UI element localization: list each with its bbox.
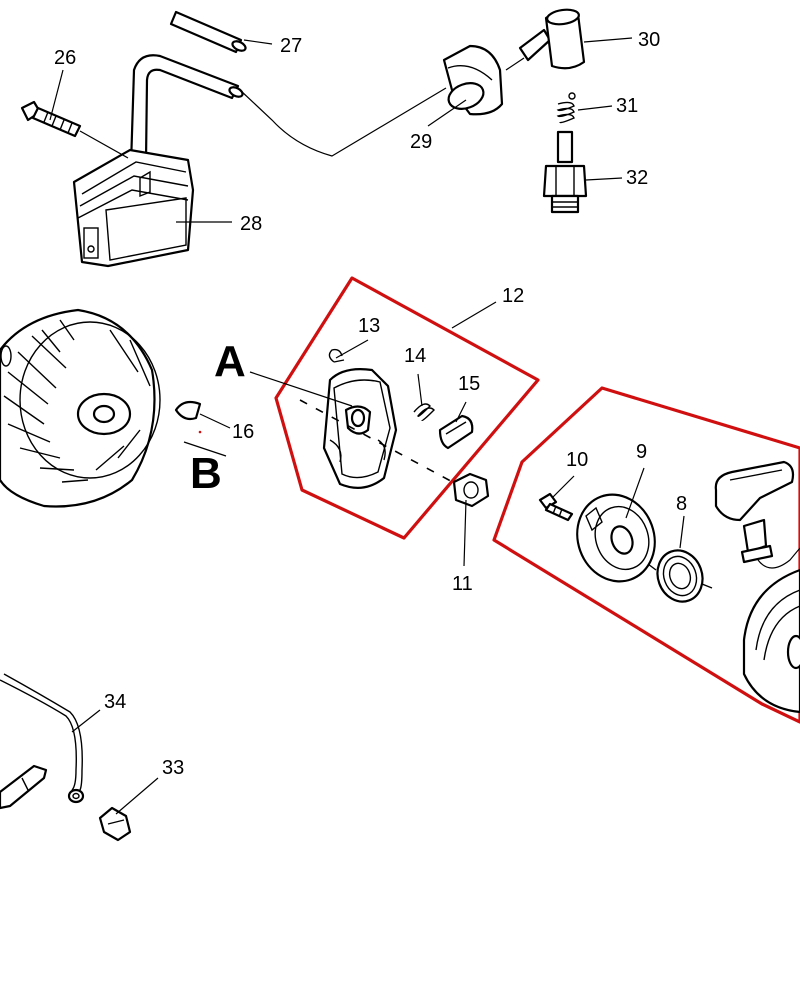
callout-29: 29 xyxy=(410,131,432,153)
wire-connector xyxy=(0,764,48,810)
highlight-box-starter xyxy=(492,386,800,724)
part-11-nut xyxy=(452,472,490,508)
flywheel xyxy=(0,308,161,508)
callout-9: 9 xyxy=(636,441,647,463)
part-29-plug-boot xyxy=(442,44,504,116)
part-16-key xyxy=(174,400,231,434)
callout-30: 30 xyxy=(638,29,660,51)
part-26-screw xyxy=(20,100,129,159)
leader-lines xyxy=(49,37,685,815)
callout-16: 16 xyxy=(232,421,254,443)
label-letter-a: A xyxy=(214,337,246,386)
callout-11: 11 xyxy=(452,573,473,595)
part-32-spark-plug xyxy=(542,130,588,214)
part-8-recoil-spring xyxy=(647,549,713,603)
callout-8: 8 xyxy=(676,493,687,515)
starter-handle xyxy=(714,460,795,564)
callout-14: 14 xyxy=(404,345,426,367)
part-14-spring xyxy=(413,403,435,421)
callout-27: 27 xyxy=(280,35,302,57)
part-15-weight xyxy=(438,414,474,450)
callout-12: 12 xyxy=(502,285,524,307)
part-28-ignition-coil xyxy=(72,54,244,268)
callout-10: 10 xyxy=(566,449,588,471)
starter-rope xyxy=(757,547,800,569)
assembly-dashed-line xyxy=(299,399,461,487)
part-9-pulley xyxy=(576,493,656,583)
ht-lead-cable xyxy=(239,87,447,157)
part-31-spring xyxy=(556,92,576,124)
part-13-clip xyxy=(328,348,345,363)
label-letter-b: B xyxy=(190,449,222,498)
clutch-hub xyxy=(322,368,398,489)
part-34-ground-wire xyxy=(0,673,85,804)
callout-labels: 26 27 30 31 29 32 28 12 13 14 15 16 10 9… xyxy=(54,29,687,779)
starter-housing xyxy=(742,568,800,714)
callout-13: 13 xyxy=(358,315,380,337)
callout-26: 26 xyxy=(54,47,76,69)
callout-28: 28 xyxy=(240,213,262,235)
callout-32: 32 xyxy=(626,167,648,189)
callout-15: 15 xyxy=(458,373,480,395)
callout-34: 34 xyxy=(104,691,126,713)
highlight-box-clutch xyxy=(274,276,540,540)
part-10-screw xyxy=(538,492,574,522)
part-27-tube xyxy=(169,10,247,54)
part-30-terminal-cap xyxy=(505,8,586,71)
part-33-screw xyxy=(98,806,132,842)
callout-31: 31 xyxy=(616,95,638,117)
callout-33: 33 xyxy=(162,757,184,779)
